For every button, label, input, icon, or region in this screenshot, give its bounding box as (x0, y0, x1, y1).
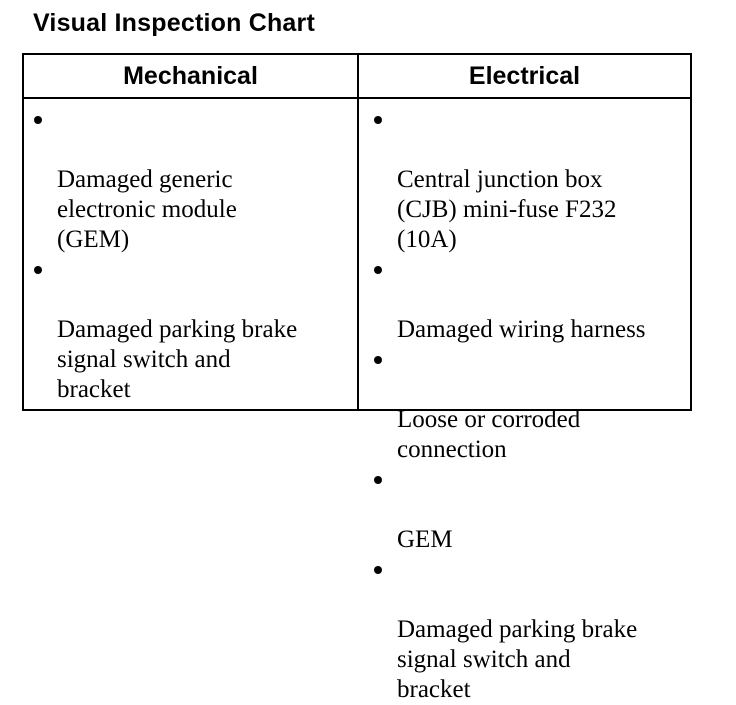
list-item-text: Damaged parking brake signal switch and … (57, 316, 298, 403)
bullet-icon (374, 116, 382, 124)
list-item: GEM (372, 465, 688, 555)
bullet-icon (374, 476, 382, 484)
list-item: Loose or corroded connection (372, 345, 688, 465)
column-header-electrical: Electrical (468, 61, 581, 90)
column-header-mechanical: Mechanical (123, 61, 258, 90)
bullet-icon (374, 566, 382, 574)
header-divider (24, 97, 690, 99)
list-item-text: Damaged parking brake signal switch and … (397, 616, 638, 703)
list-item-text: Central junction box (CJB) mini-fuse F23… (397, 166, 617, 253)
inspection-table: Mechanical Electrical Damaged generic el… (22, 53, 692, 703)
mechanical-list: Damaged generic electronic module (GEM) … (32, 105, 352, 405)
list-item: Damaged generic electronic module (GEM) (32, 105, 352, 255)
bullet-icon (374, 266, 382, 274)
list-item-text: GEM (397, 526, 453, 553)
column-divider (357, 55, 359, 409)
bullet-icon (34, 266, 42, 274)
list-item: Damaged parking brake signal switch and … (32, 255, 352, 405)
list-item: Damaged wiring harness (372, 255, 688, 345)
page-title: Visual Inspection Chart (33, 9, 315, 37)
list-item: Central junction box (CJB) mini-fuse F23… (372, 105, 688, 255)
bullet-icon (374, 356, 382, 364)
list-item-text: Damaged wiring harness (397, 316, 646, 343)
list-item: Damaged parking brake signal switch and … (372, 555, 688, 705)
electrical-list: Central junction box (CJB) mini-fuse F23… (372, 105, 688, 705)
list-item-text: Loose or corroded connection (397, 406, 581, 463)
bullet-icon (34, 116, 42, 124)
list-item-text: Damaged generic electronic module (GEM) (57, 166, 237, 253)
